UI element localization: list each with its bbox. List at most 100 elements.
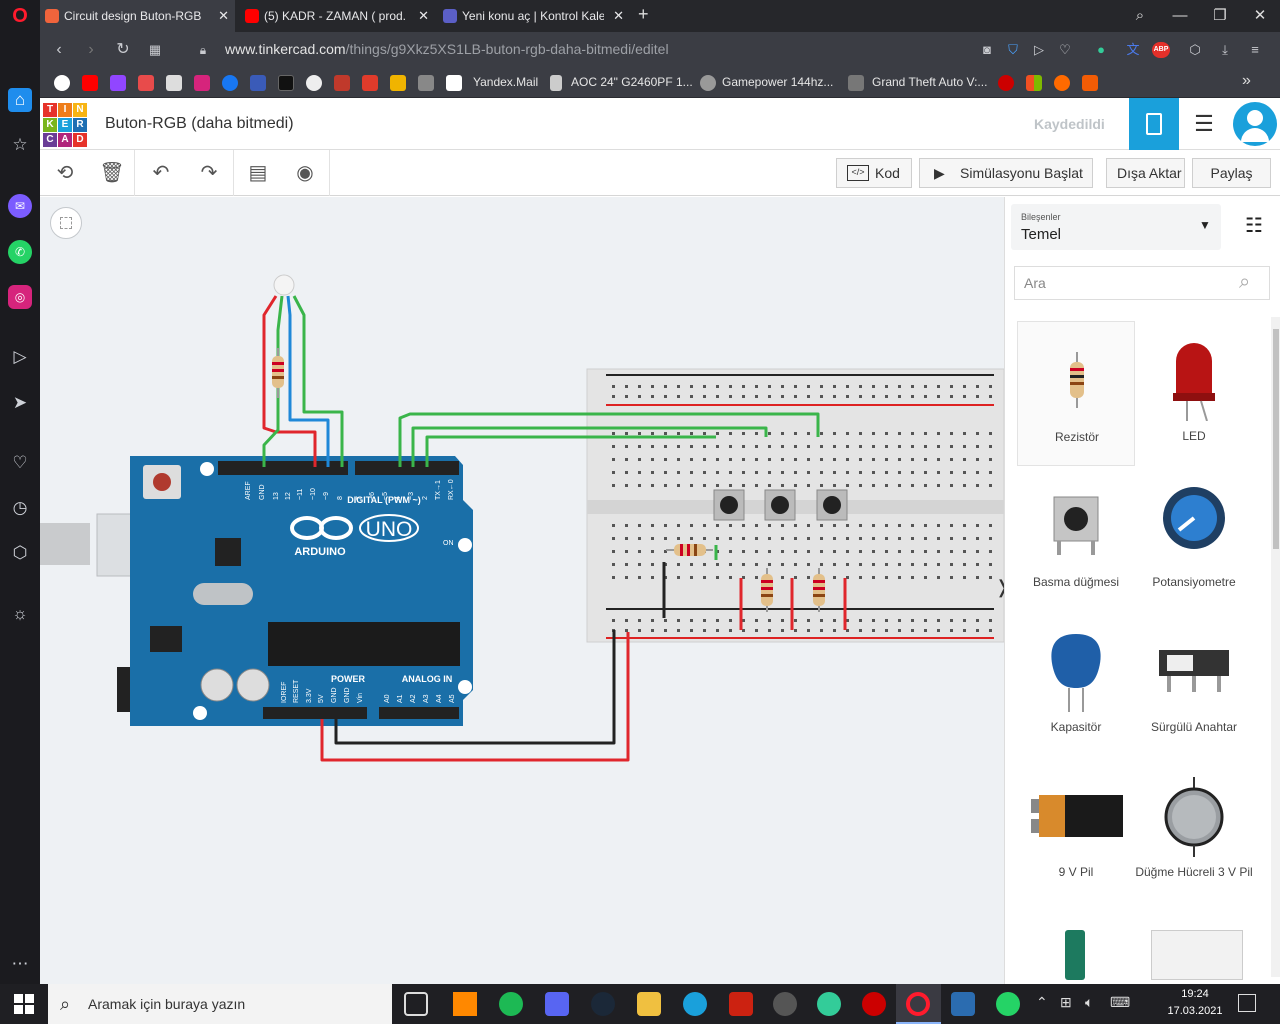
component-led[interactable]: LED bbox=[1135, 321, 1253, 466]
site-icon[interactable] bbox=[418, 75, 434, 91]
webtoon-icon[interactable] bbox=[166, 75, 182, 91]
schematic-view-icon[interactable]: ☰ bbox=[1194, 111, 1214, 136]
tab-search-icon[interactable]: ⌕ bbox=[1135, 7, 1145, 24]
component-potentiometer[interactable]: Potansiyometre bbox=[1135, 467, 1253, 612]
taskbar-search-input[interactable]: ⌕ Aramak için buraya yazın bbox=[48, 984, 392, 1024]
more-dots-icon[interactable]: ⋯ bbox=[11, 954, 29, 973]
google-icon[interactable] bbox=[54, 75, 70, 91]
site-icon[interactable] bbox=[306, 75, 322, 91]
bookmark-gta[interactable]: Grand Theft Auto V:... bbox=[872, 75, 988, 89]
close-window-icon[interactable]: ✕ bbox=[1253, 7, 1267, 24]
tabs-grid-icon[interactable]: ▦ bbox=[148, 42, 162, 57]
youtube-icon[interactable] bbox=[82, 75, 98, 91]
globe-icon[interactable] bbox=[817, 992, 841, 1016]
ym-icon[interactable] bbox=[278, 75, 294, 91]
spotify-icon[interactable] bbox=[499, 992, 523, 1016]
site-icon[interactable] bbox=[390, 75, 406, 91]
breadboard-small-icon[interactable] bbox=[1151, 930, 1243, 980]
translate-icon[interactable]: 文 bbox=[1126, 42, 1140, 57]
bookmark-gamepower[interactable]: Gamepower 144hz... bbox=[722, 75, 834, 89]
tab-youtube[interactable]: (5) KADR - ZAMAN ( prod. ... ✕ bbox=[240, 0, 435, 32]
player-icon[interactable]: ▷ bbox=[13, 347, 27, 366]
history-icon[interactable]: ◷ bbox=[12, 498, 28, 517]
facebook-icon[interactable] bbox=[222, 75, 238, 91]
cube-icon[interactable]: ⬡ bbox=[1189, 42, 1201, 57]
messenger-icon[interactable]: ✉ bbox=[8, 194, 32, 218]
speedometer-icon[interactable] bbox=[773, 992, 797, 1016]
component-coin-cell[interactable]: Düğme Hücreli 3 V Pil bbox=[1135, 757, 1253, 902]
search-input[interactable]: Ara ⌕ bbox=[1014, 266, 1270, 300]
opera-gx-icon[interactable] bbox=[729, 992, 753, 1016]
aa-battery-icon[interactable] bbox=[1065, 930, 1085, 980]
camera-icon[interactable]: ◙ bbox=[983, 42, 991, 57]
clock-date[interactable]: 17.03.2021 bbox=[1167, 1005, 1223, 1017]
notifications-icon[interactable] bbox=[1238, 994, 1256, 1012]
instagram-icon[interactable] bbox=[194, 75, 210, 91]
box-icon[interactable]: ⬡ bbox=[12, 543, 28, 562]
design-canvas[interactable]: UNO ARDUINO DIGITAL (PWM ~) POWER ANALOG… bbox=[40, 197, 1010, 984]
share-button[interactable]: Paylaş bbox=[1192, 158, 1271, 188]
download-icon[interactable]: ⤓ bbox=[1222, 42, 1228, 57]
component-slide-switch[interactable]: Sürgülü Anahtar bbox=[1135, 612, 1253, 757]
media-player-icon[interactable] bbox=[862, 992, 886, 1016]
shield-icon[interactable]: ⛉ bbox=[1008, 42, 1018, 57]
heart-icon[interactable]: ♡ bbox=[12, 453, 28, 472]
category-dropdown[interactable]: Bileşenler Temel ▼ bbox=[1011, 204, 1221, 250]
close-icon[interactable]: ✕ bbox=[418, 8, 429, 23]
delete-icon[interactable]: 🗑︎ bbox=[99, 162, 125, 184]
start-simulation-button[interactable]: ▶ Simülasyonu Başlat bbox=[919, 158, 1093, 188]
list-view-icon[interactable]: ☷ bbox=[1245, 215, 1263, 237]
notes-icon[interactable]: ▤ bbox=[248, 162, 268, 184]
export-button[interactable]: Dışa Aktar bbox=[1106, 158, 1185, 188]
download-app-icon[interactable] bbox=[138, 75, 154, 91]
url-field[interactable]: www.tinkercad.com/things/g9Xkz5XS1LB-but… bbox=[225, 41, 669, 57]
project-title[interactable]: Buton-RGB (daha bitmedi) bbox=[105, 115, 294, 132]
component-pushbutton[interactable]: Basma düğmesi bbox=[1017, 467, 1135, 612]
site-icon[interactable] bbox=[1054, 75, 1070, 91]
scrollbar[interactable] bbox=[1271, 317, 1280, 977]
tab-forum[interactable]: Yeni konu aç | Kontrol Kalem ✕ bbox=[438, 0, 630, 32]
tray-chevron-up-icon[interactable]: ⌃ bbox=[1036, 994, 1048, 1010]
circuit-view-button[interactable] bbox=[1129, 98, 1179, 150]
forward-icon[interactable]: › bbox=[88, 41, 94, 58]
adblock-plus-icon[interactable]: ABP bbox=[1152, 42, 1170, 58]
site-icon[interactable] bbox=[250, 75, 266, 91]
scrollbar-thumb[interactable] bbox=[1273, 329, 1279, 549]
send-icon[interactable]: ➤ bbox=[12, 393, 28, 412]
discord-icon[interactable] bbox=[545, 992, 569, 1016]
redo-icon[interactable]: ↷ bbox=[200, 162, 218, 184]
lightbulb-icon[interactable]: ☼ bbox=[12, 604, 28, 623]
component-capacitor[interactable]: Kapasitör bbox=[1017, 612, 1135, 757]
bookmark-aoc[interactable]: AOC 24" G2460PF 1... bbox=[571, 75, 693, 89]
avatar[interactable] bbox=[1233, 102, 1277, 146]
share-icon[interactable]: ▷ bbox=[1034, 42, 1044, 57]
microsoft-icon[interactable] bbox=[1026, 75, 1042, 91]
edge-icon[interactable] bbox=[683, 992, 707, 1016]
whatsapp-icon[interactable]: ✆ bbox=[8, 240, 32, 264]
instagram-icon[interactable]: ◎ bbox=[8, 285, 32, 309]
clock-time[interactable]: 19:24 bbox=[1181, 988, 1209, 1000]
extension-globe-icon[interactable]: ● bbox=[1097, 42, 1105, 57]
reload-icon[interactable]: ↻ bbox=[116, 41, 130, 58]
vlc-icon[interactable] bbox=[453, 992, 477, 1016]
speed-dial-star-icon[interactable]: ☆ bbox=[12, 135, 28, 154]
windows-start-icon[interactable] bbox=[14, 994, 34, 1014]
keyboard-icon[interactable]: ⌨ bbox=[1110, 994, 1131, 1010]
tab-tinkercad[interactable]: Circuit design Buton-RGB | Tinkercad ✕ bbox=[40, 0, 235, 32]
opera-taskbar-button[interactable] bbox=[896, 984, 941, 1024]
opera-logo-icon[interactable]: O bbox=[12, 5, 28, 27]
fit-view-icon[interactable] bbox=[50, 207, 82, 239]
network-icon[interactable]: ⊞ bbox=[1060, 994, 1072, 1010]
home-icon[interactable]: ⌂ bbox=[8, 88, 32, 112]
maximize-icon[interactable]: ❐ bbox=[1213, 7, 1227, 24]
site-icon[interactable] bbox=[334, 75, 350, 91]
code-button[interactable]: </> Kod bbox=[836, 158, 912, 188]
visibility-eye-icon[interactable]: ◉ bbox=[296, 162, 314, 184]
volume-icon[interactable]: 🔈︎ bbox=[1085, 994, 1094, 1010]
minimize-icon[interactable]: — bbox=[1172, 7, 1188, 24]
steam-icon[interactable] bbox=[591, 992, 615, 1016]
circuit-drawing[interactable]: UNO ARDUINO DIGITAL (PWM ~) POWER ANALOG… bbox=[40, 197, 1004, 984]
twitch-icon[interactable] bbox=[110, 75, 126, 91]
hepsiburada-icon[interactable] bbox=[1082, 75, 1098, 91]
back-icon[interactable]: ‹ bbox=[56, 41, 62, 58]
